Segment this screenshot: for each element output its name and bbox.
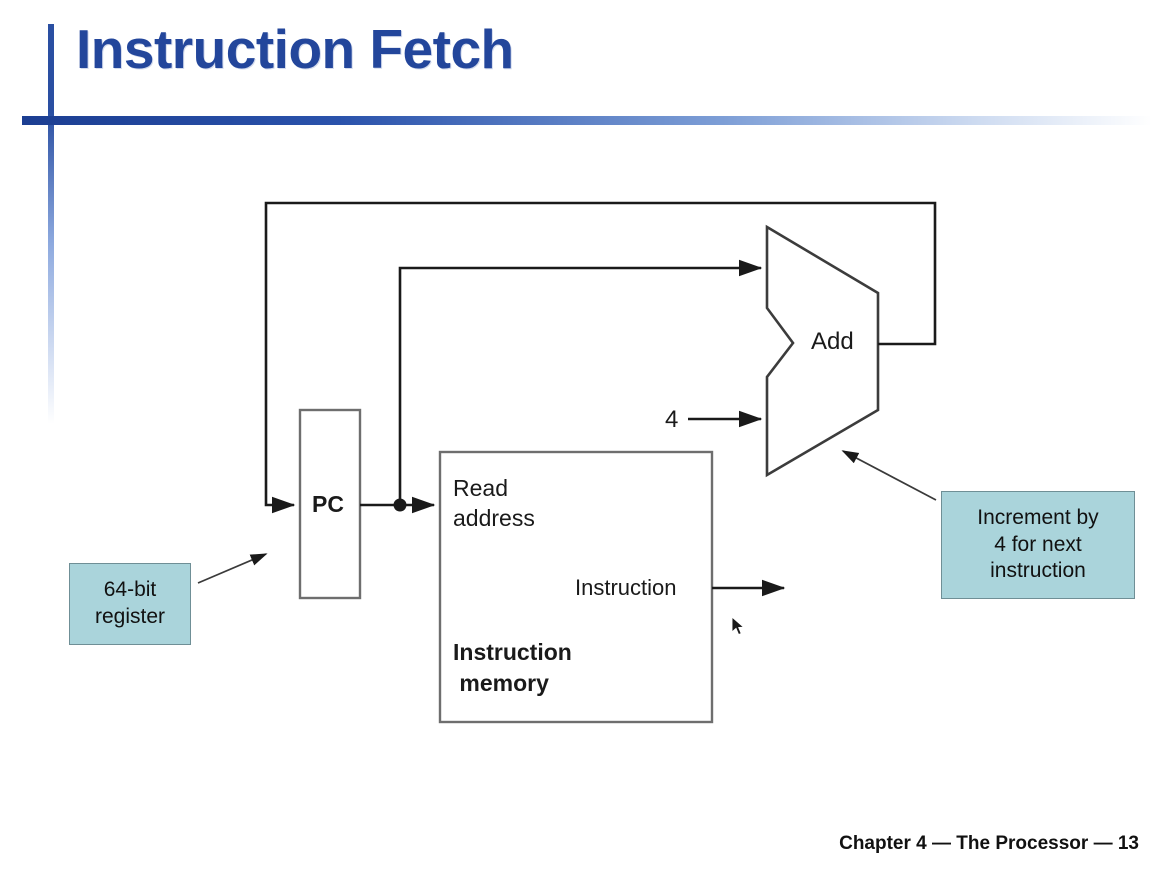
callout-increment-line-2: 4 for next	[994, 532, 1082, 556]
instruction-memory-line-1: Instruction	[453, 639, 572, 665]
adder-block	[765, 224, 880, 478]
page-title: Instruction Fetch	[76, 18, 514, 80]
adder-label: Add	[811, 328, 854, 355]
callout-increment-line-3: instruction	[990, 559, 1086, 583]
constant-four-label: 4	[665, 406, 679, 433]
read-address-label: Read address	[453, 473, 535, 534]
callout-increment-line-1: Increment by	[977, 505, 1099, 529]
mouse-pointer-icon	[731, 616, 745, 636]
pc-register-block	[298, 408, 362, 600]
callout-64bit-register: 64-bit register	[69, 563, 191, 645]
leader-line-increment-callout	[841, 450, 937, 501]
title-horizontal-rule	[22, 116, 1152, 125]
title-vertical-rule	[48, 24, 54, 424]
read-address-line-1: Read	[453, 475, 508, 501]
read-address-line-2: address	[453, 505, 535, 532]
callout-register-line-2: register	[94, 605, 166, 628]
leader-line-register-callout	[197, 553, 268, 584]
instruction-output-label: Instruction	[575, 575, 677, 600]
wire-pc-to-adder-input	[398, 259, 763, 505]
wire-junction-dot	[393, 498, 407, 512]
callout-increment-by-4: Increment by 4 for next instruction	[941, 491, 1135, 599]
callout-register-line-1: 64-bit	[103, 578, 157, 602]
instruction-memory-block	[438, 450, 714, 724]
slide-footer: Chapter 4 — The Processor — 13	[839, 833, 1139, 854]
instruction-memory-line-2: memory	[453, 669, 549, 696]
instruction-memory-label: Instruction memory	[453, 637, 572, 698]
wire-adder-to-pc-feedback	[264, 201, 937, 514]
pc-label: PC	[312, 491, 344, 517]
